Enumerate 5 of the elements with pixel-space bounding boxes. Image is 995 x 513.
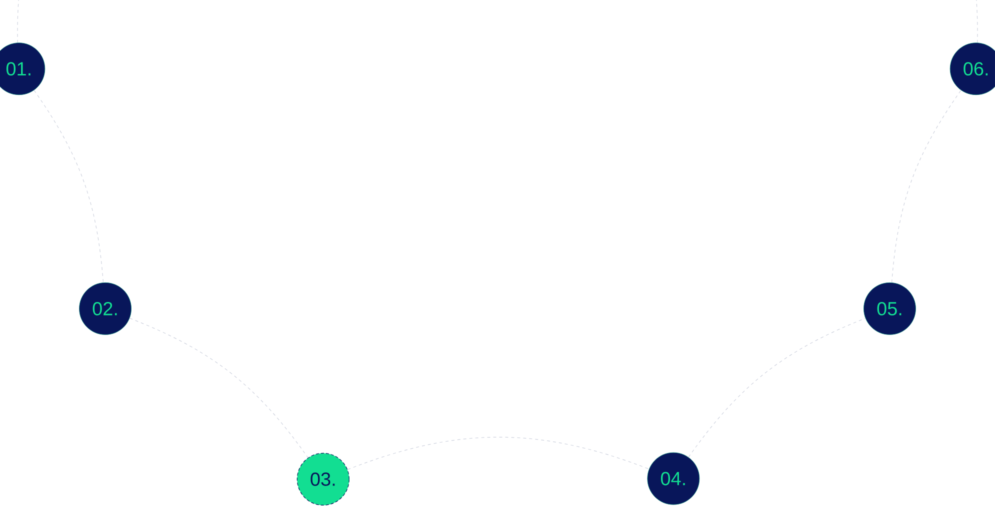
arc-line <box>688 318 866 458</box>
arc-line <box>129 318 308 458</box>
arc-line <box>34 90 104 283</box>
arc-line <box>347 436 650 470</box>
arc-line <box>891 90 962 283</box>
